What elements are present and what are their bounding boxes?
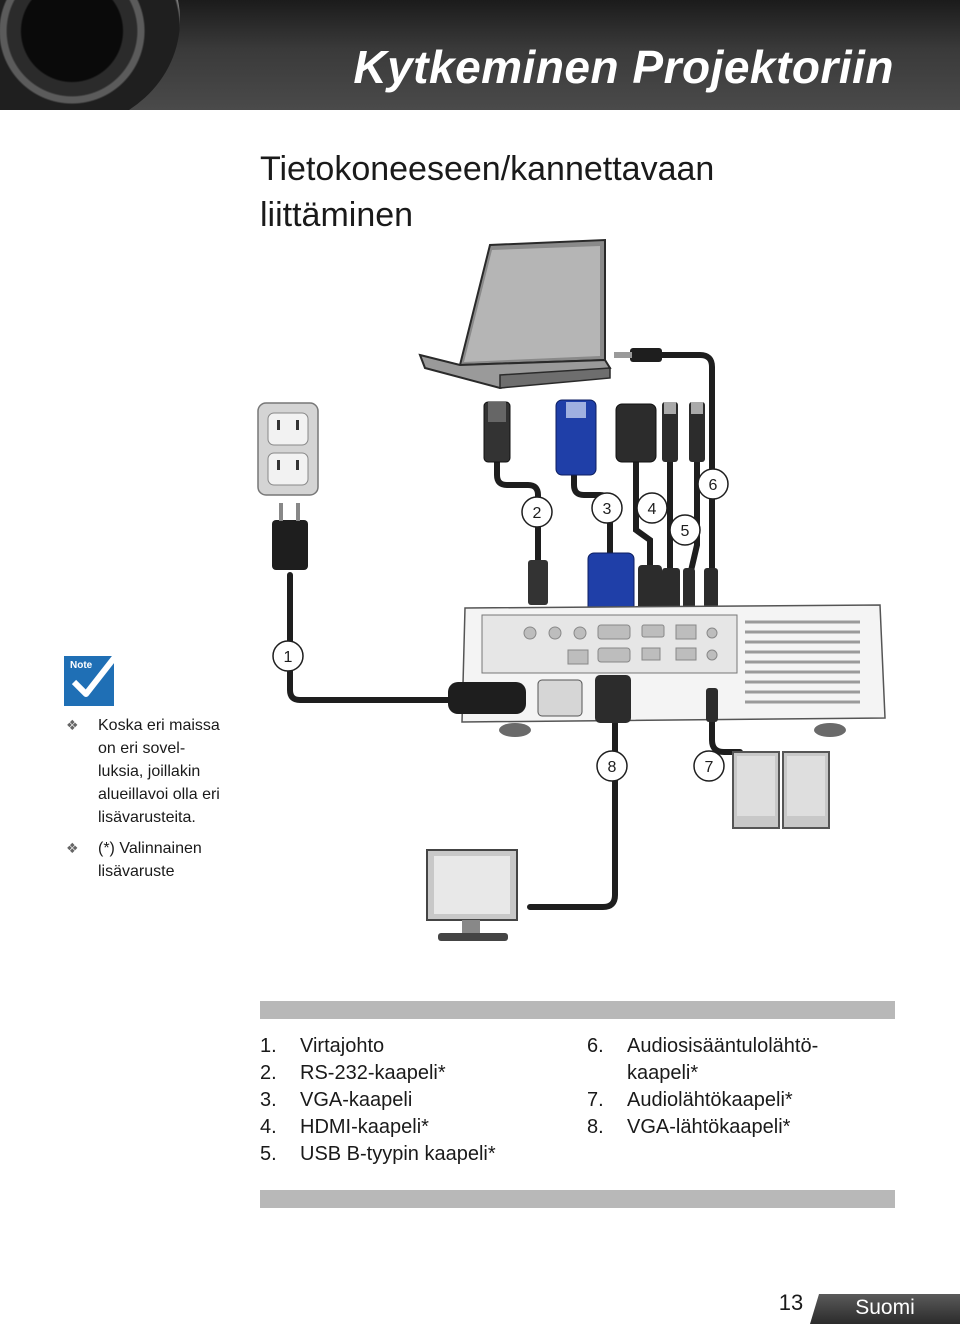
power-cable [287,572,463,703]
hdmi-plug-bottom [638,565,662,613]
note-text: Koska eri maissa on eri sovel- luksia, j… [98,717,220,826]
legend-row: kaapeli* [587,1060,818,1087]
cables [287,352,743,910]
audio-in-cable-2 [687,459,700,578]
legend-row: 1. Virtajohto [260,1033,496,1060]
callout-7: 7 [705,759,714,776]
legend-row: 8. VGA-lähtökaapeli* [587,1114,818,1141]
audio-out-cable [709,712,743,755]
usb-plug-bottom [662,568,680,613]
page-footer: 13 Suomi [770,1288,960,1327]
callout-1: 1 [284,649,293,666]
language-label: Suomi [855,1296,915,1319]
legend-row: 6. Audiosisääntulolähtö- [587,1033,818,1060]
note-list: ❖ Koska eri maissa on eri sovel- luksia,… [66,714,256,891]
legend-label: HDMI-kaapeli* [300,1116,429,1138]
legend-label: Audiosisääntulolähtö- [627,1035,819,1057]
note-icon-label: Note [70,660,93,671]
audio-out-plug [706,688,718,722]
vga-plug-top [555,399,597,476]
wall-outlet [257,402,319,496]
hdmi-cable [633,459,653,578]
vga-out-cable [527,717,618,910]
callout-4: 4 [648,501,657,518]
callout-3: 3 [603,501,612,518]
projector [461,604,886,737]
page-number: 13 [778,1290,804,1315]
legend-column-left: 1. Virtajohto 2. RS-232-kaapeli* 3. VGA-kaa… [260,1033,496,1168]
usb-plug-top-2 [689,402,705,462]
projector-lens-graphic [0,0,180,110]
legend-column-right: 6. Audiosisääntulolähtö- kaapeli* 7. Audio… [587,1033,818,1141]
legend-row: 5. USB B-tyypin kaapeli* [260,1141,496,1168]
vga-plug-bottom [587,552,635,616]
legend-row: 7. Audiolähtökaapeli* [587,1087,818,1114]
callout-6: 6 [709,477,718,494]
page-header: Kytkeminen Projektoriin [0,0,960,110]
power-plug [272,503,308,570]
legend-number: 1. [260,1035,277,1057]
monitor [426,849,518,941]
usb-plug-top [662,402,678,462]
legend-number: 7. [587,1089,604,1111]
legend-label: USB B-tyypin kaapeli* [300,1143,496,1165]
legend-label: Virtajohto [300,1035,385,1057]
legend-number: 2. [260,1062,277,1084]
audio-in-cable [657,352,715,578]
callout-markers [272,468,729,782]
legend-label: VGA-lähtökaapeli* [627,1116,791,1138]
audio-plug-bottom [683,568,718,613]
rs232-plug-bottom [528,560,548,605]
callout-2: 2 [533,505,542,522]
legend-label: RS-232-kaapeli* [300,1062,446,1084]
rs232-cable [494,459,541,568]
callout-8: 8 [608,759,617,776]
legend-number: 8. [587,1116,604,1138]
note-text: (*) Valinnainen lisävaruste [98,840,202,880]
legend-number: 5. [260,1143,277,1165]
legend-bottom-bar [260,1190,895,1208]
legend-top-bar [260,1001,895,1019]
legend-label: Audiolähtökaapeli* [627,1089,793,1111]
laptop [418,238,612,390]
page-title: Kytkeminen Projektoriin [353,41,894,93]
rs232-plug-top [483,401,511,463]
callout-5: 5 [681,523,690,540]
note-icon: Note [62,646,126,708]
note-item: ❖ (*) Valinnainen lisävaruste [66,837,256,883]
note-item: ❖ Koska eri maissa on eri sovel- luksia,… [66,714,256,829]
diamond-bullet-icon: ❖ [66,840,79,856]
section-title: Tietokoneeseen/kannettavaan liittäminen [260,150,715,234]
vga-out-plug [595,675,631,723]
audio-plug-laptop [614,348,662,362]
legend-row: 2. RS-232-kaapeli* [260,1060,496,1087]
language-tab [810,1294,960,1324]
legend-label: kaapeli* [627,1062,699,1084]
legend-number: 3. [260,1089,277,1111]
speakers [732,751,830,829]
legend-label: VGA-kaapeli [300,1089,413,1111]
legend-number: 4. [260,1116,277,1138]
power-connector-plug [448,682,526,714]
diamond-bullet-icon: ❖ [66,717,79,733]
legend-number: 6. [587,1035,604,1057]
legend-row: 4. HDMI-kaapeli* [260,1114,496,1141]
connection-diagram: 1 2 3 4 5 6 7 8 [257,238,886,941]
hdmi-plug-top [615,403,657,463]
legend-row: 3. VGA-kaapeli [260,1087,496,1114]
